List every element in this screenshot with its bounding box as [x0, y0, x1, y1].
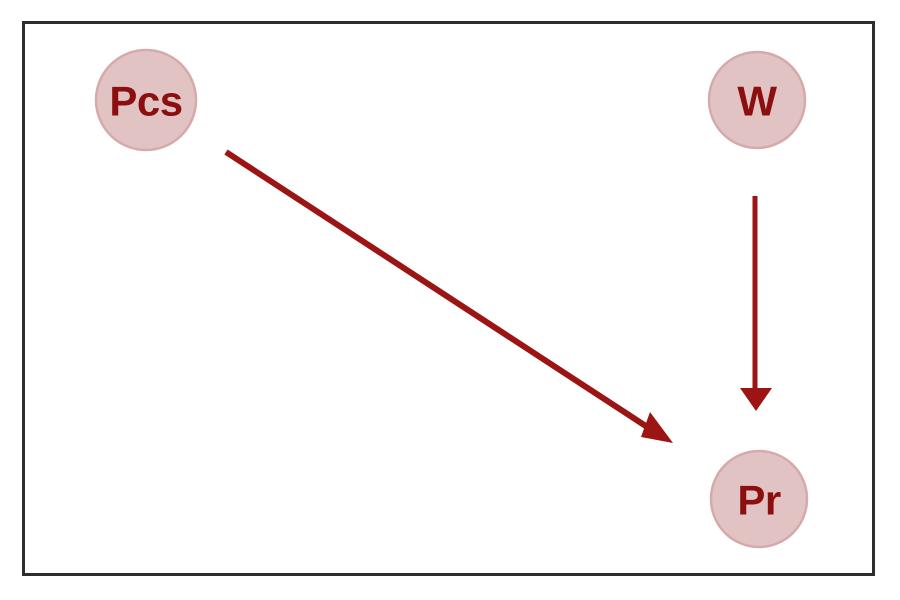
edge-pcs-pr-line: [224, 149, 660, 437]
node-pr-circle: [709, 449, 809, 549]
node-pcs-label: Pcs: [109, 78, 182, 125]
node-pr-label: Pr: [737, 477, 781, 524]
node-w-label: W: [737, 78, 777, 125]
node-w[interactable]: W: [707, 50, 807, 150]
node-w-circle: [707, 50, 807, 150]
edge-w-pr-arrowhead: [740, 388, 772, 411]
node-pcs[interactable]: Pcs: [94, 48, 198, 152]
edge-w-pr[interactable]: [740, 196, 772, 411]
node-pcs-circle: [94, 48, 198, 152]
node-pr[interactable]: Pr: [709, 449, 809, 549]
edge-pcs-pr-arrowhead: [641, 412, 673, 443]
edge-pcs-pr[interactable]: [224, 149, 673, 443]
